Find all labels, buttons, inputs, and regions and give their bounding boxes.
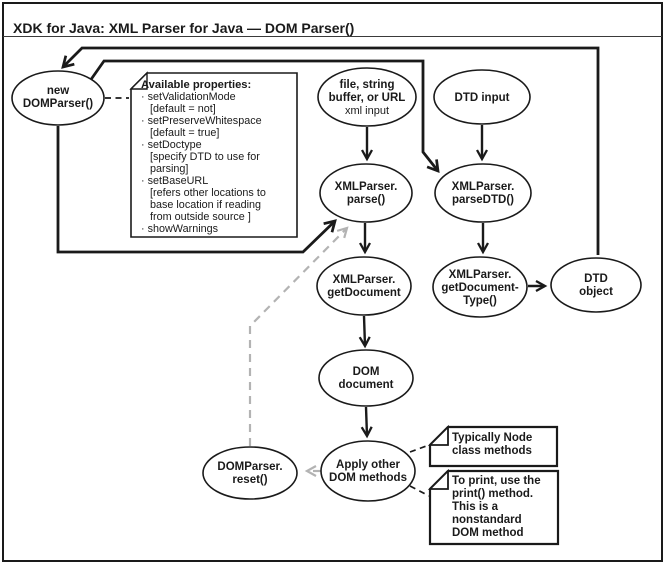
node-ellipse [202,446,298,500]
note-line: · showWarnings [141,223,219,235]
node-label: XMLParser. [333,274,396,286]
node-sublabel: xml input [345,105,389,117]
note-line: [specify DTD to use for [150,151,260,163]
node-reset: DOMParser. reset() [202,446,298,500]
note-line: [refers other locations to [150,187,266,199]
note-line: To print, use the [452,475,541,487]
note-line: Typically Node [452,432,532,444]
node-xml-input: file, string buffer, or URL xml input [317,67,417,127]
arrow-getdocument-to-domdocument [358,315,371,349]
node-label: parse() [347,194,386,206]
arrow-new-domparser-to-parsedtd [83,59,440,174]
note-line: print() method. [452,488,533,500]
node-label: new [47,85,69,97]
note-line: class methods [452,445,532,457]
node-apply-methods: Apply other DOM methods [320,440,416,502]
note-line: [default = true] [150,127,219,139]
node-label: XMLParser. [335,181,398,193]
node-label: DOMParser() [23,98,93,110]
node-ellipse [433,69,531,125]
note-fold-icon [427,424,449,446]
node-ellipse [434,163,532,223]
node-ellipse [316,256,412,316]
node-label: DOM [353,366,380,378]
note-print-method: To print, use the print() method. This i… [427,468,560,546]
node-label: DTD [584,273,608,285]
node-ellipse [550,257,642,313]
node-label: DOM methods [329,472,407,484]
arrow-new-domparser-to-parse [56,126,337,254]
node-ellipse [319,163,413,223]
node-getdocumenttype: XMLParser. getDocument- Type() [432,256,528,318]
node-label: file, string [340,79,395,91]
note-fold-icon [129,71,148,90]
node-dtd-object: DTD object [550,257,642,313]
node-ellipse [320,440,416,502]
node-label: XMLParser. [452,181,515,193]
connector-applymethods-to-printmethod-note [409,485,430,497]
node-label: Apply other [336,459,400,471]
node-dom-document: DOM document [318,349,414,407]
node-label: getDocument- [441,282,518,294]
node-label: DTD input [455,92,510,104]
arrow-dtd-object-to-new-domparser [61,46,600,255]
node-label: DOMParser. [217,461,282,473]
node-label: getDocument [327,287,401,299]
note-line: parsing] [150,163,188,175]
node-label: XMLParser. [449,269,512,281]
node-label: Type() [463,295,497,307]
node-label: object [579,286,613,298]
connector-applymethods-to-nodemethods-note [409,444,430,453]
note-line: · setBaseURL [141,175,208,187]
node-ellipse [11,70,105,126]
note-line: [default = not] [150,103,216,115]
note-line: nonstandard [452,514,522,526]
node-label: document [339,379,394,391]
note-line: This is a [452,501,499,513]
connectors [56,46,600,497]
note-node-methods: Typically Node class methods [427,424,559,468]
note-line: DOM method [452,527,524,539]
node-label: buffer, or URL [329,92,406,104]
node-new-domparser: new DOMParser() [11,70,105,126]
note-line: from outside source ] [150,211,251,223]
node-dtd-input: DTD input [433,69,531,125]
node-ellipse [318,349,414,407]
node-ellipse [432,256,528,318]
node-ellipse [317,67,417,127]
node-label: parseDTD() [452,194,514,206]
node-parse: XMLParser. parse() [319,163,413,223]
note-available-properties: Available properties: · setValidationMod… [129,71,298,238]
node-label: reset() [232,474,267,486]
node-getdocument: XMLParser. getDocument [316,256,412,316]
note-heading: Available properties: [141,79,251,91]
arrow-domdocument-to-applymethods [360,406,373,439]
note-line: · setDoctype [141,139,202,151]
note-fold-icon [427,468,449,490]
page-title: XDK for Java: XML Parser for Java — DOM … [13,20,354,36]
arrow-reset-to-parse-dashed [248,226,349,446]
note-line: · setValidationMode [141,91,236,103]
note-line: base location if reading [150,199,261,211]
note-line: · setPreserveWhitespace [141,115,262,127]
node-parsedtd: XMLParser. parseDTD() [434,163,532,223]
